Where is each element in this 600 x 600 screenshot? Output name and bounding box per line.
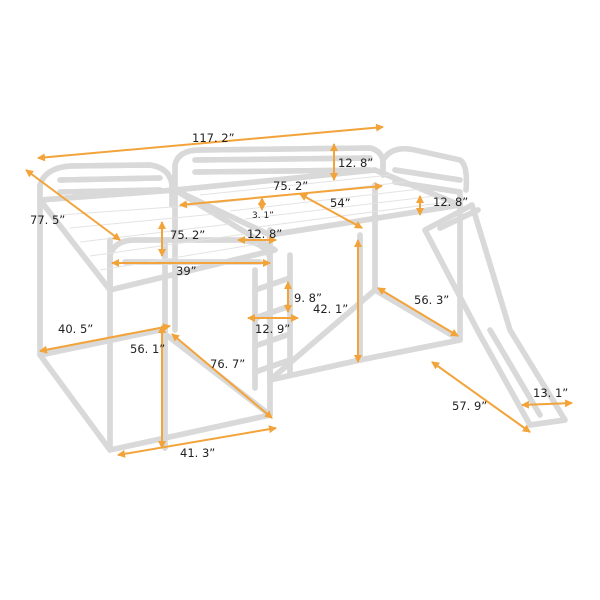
label-overall-length: 117. 2” [192, 131, 235, 145]
label-slide-width: 13. 1” [533, 386, 568, 400]
dim-line-left-base-width [39, 323, 171, 354]
dim-line-slide-length [431, 361, 531, 433]
label-left-bed-depth: 77. 5” [30, 213, 65, 227]
dim-line-left-bed-depth [25, 169, 121, 241]
label-upper-bed-width: 54” [330, 196, 351, 210]
label-rail-gap: 3. 1” [252, 211, 274, 221]
dim-line-overall-length [37, 123, 384, 162]
dim-line-upper-bed-width [299, 193, 363, 229]
label-left-bed-length: 75. 2” [170, 228, 205, 242]
dim-line-bottom-width [117, 425, 277, 458]
label-left-bed-width: 39” [176, 264, 197, 278]
label-left-rail-height: 12. 8” [247, 227, 282, 241]
dim-line-left-diagonal [171, 333, 273, 419]
label-left-base-width: 40. 5” [58, 322, 93, 336]
label-ladder-step: 9. 8” [294, 291, 322, 305]
label-left-height: 56. 1” [130, 342, 165, 356]
dimension-labels: 117. 2” 12. 8” 75. 2” 54” 12. 8” 3. 1” 7… [30, 131, 568, 460]
dim-line-slide-base-width [377, 287, 459, 337]
label-slide-platform-height: 12. 8” [433, 195, 468, 209]
label-slide-base-width: 56. 3” [414, 293, 449, 307]
label-under-bed-height: 42. 1” [313, 302, 348, 316]
label-ladder-width: 12. 9” [255, 322, 290, 336]
dim-line-slide-width [521, 399, 573, 409]
label-slide-length: 57. 9” [452, 399, 487, 413]
label-upper-bed-length: 75. 2” [273, 179, 308, 193]
dimension-lines [25, 123, 573, 458]
label-left-diagonal: 76. 7” [210, 357, 245, 371]
dim-line-upper-bed-length [179, 182, 383, 209]
label-bottom-width: 41. 3” [180, 446, 215, 460]
label-guardrail-height-top: 12. 8” [338, 156, 373, 170]
